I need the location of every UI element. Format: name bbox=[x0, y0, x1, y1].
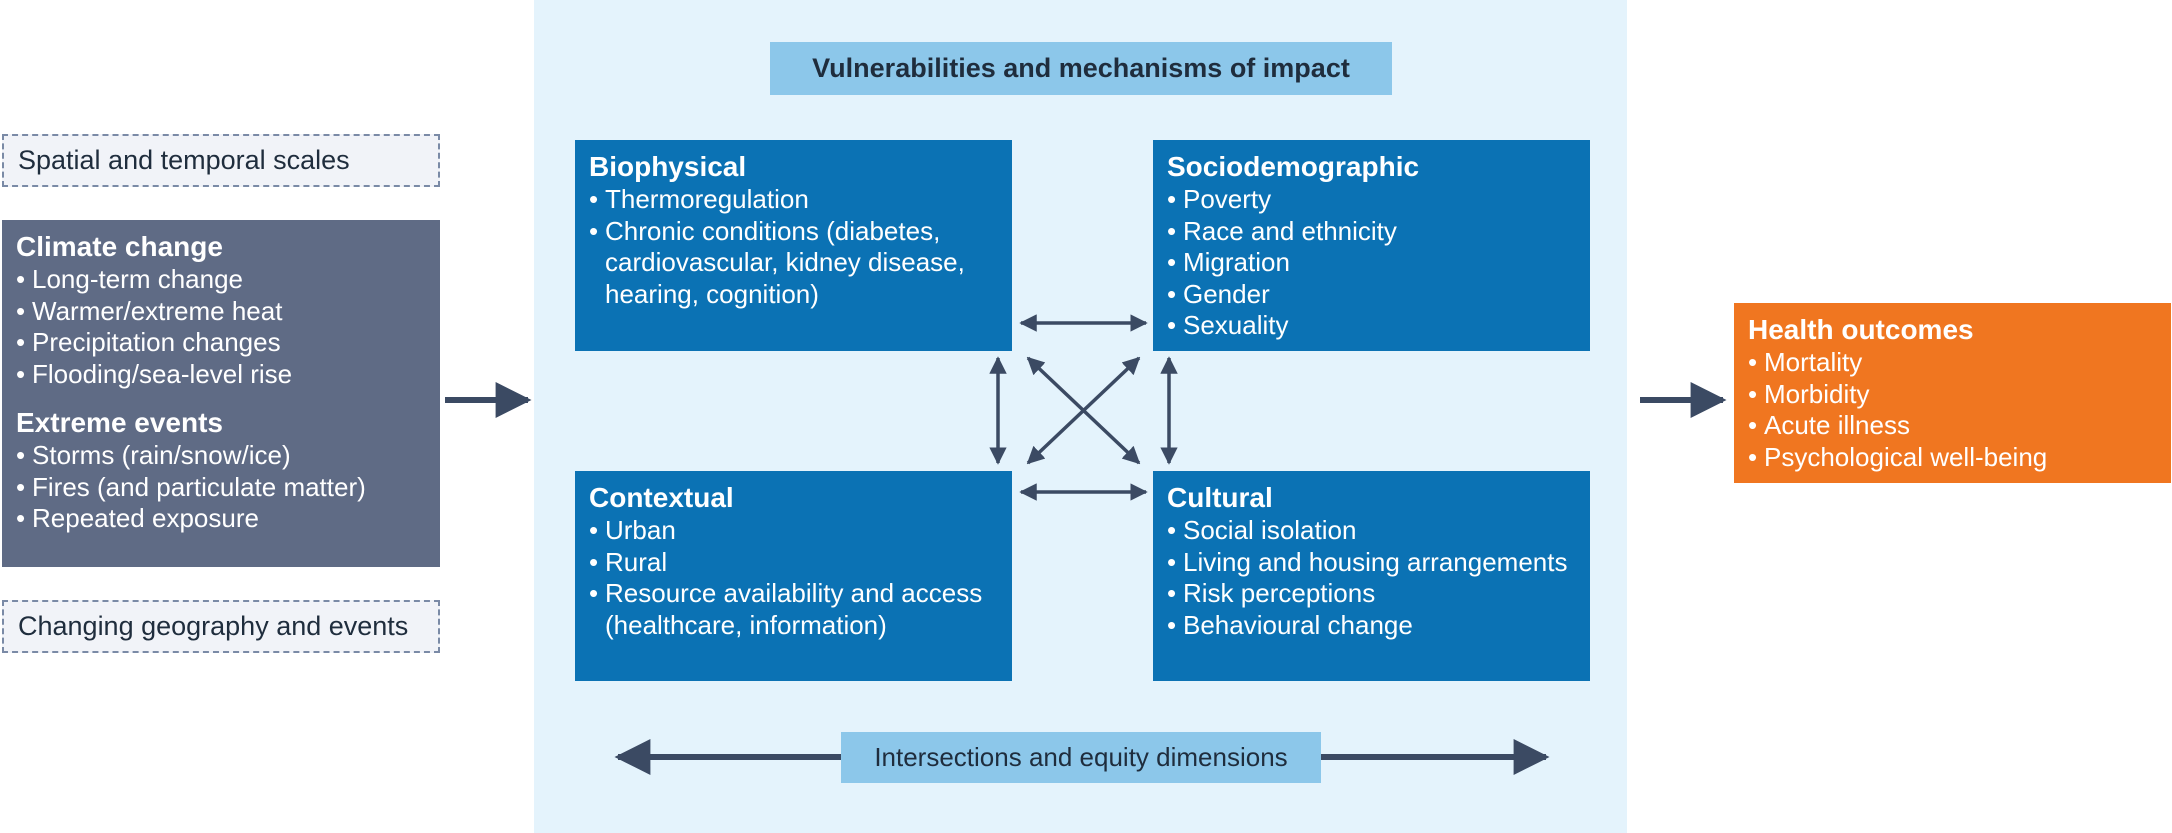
intersections-label: Intersections and equity dimensions bbox=[841, 732, 1321, 783]
biophysical-list: Thermoregulation Chronic conditions (dia… bbox=[589, 184, 998, 310]
biophysical-box: Biophysical Thermoregulation Chronic con… bbox=[575, 140, 1012, 351]
climate-change-title: Climate change bbox=[16, 231, 223, 262]
list-item: Social isolation bbox=[1167, 515, 1576, 547]
cultural-title: Cultural bbox=[1167, 482, 1273, 513]
list-item: Sexuality bbox=[1167, 310, 1576, 342]
list-item: Rural bbox=[589, 547, 998, 579]
list-item: Urban bbox=[589, 515, 998, 547]
list-item: Resource availability and access (health… bbox=[589, 578, 998, 641]
cultural-list: Social isolation Living and housing arra… bbox=[1167, 515, 1576, 641]
contextual-box: Contextual Urban Rural Resource availabi… bbox=[575, 471, 1012, 681]
list-item: Acute illness bbox=[1748, 410, 2157, 442]
list-item: Race and ethnicity bbox=[1167, 216, 1576, 248]
contextual-title: Contextual bbox=[589, 482, 734, 513]
diagonal-link-arrow bbox=[1026, 356, 1141, 465]
list-item: Psychological well-being bbox=[1748, 442, 2157, 474]
list-item: Thermoregulation bbox=[589, 184, 998, 216]
list-item: Fires (and particulate matter) bbox=[16, 472, 426, 504]
sociodemographic-title: Sociodemographic bbox=[1167, 151, 1420, 182]
list-item: Morbidity bbox=[1748, 379, 2157, 411]
list-item: Flooding/sea-level rise bbox=[16, 359, 426, 391]
list-item: Behavioural change bbox=[1167, 610, 1576, 642]
list-item: Repeated exposure bbox=[16, 503, 426, 535]
list-item: Chronic conditions (diabetes, cardiovasc… bbox=[589, 216, 998, 311]
contextual-list: Urban Rural Resource availability and ac… bbox=[589, 515, 998, 641]
list-item: Living and housing arrangements bbox=[1167, 547, 1576, 579]
cultural-box: Cultural Social isolation Living and hou… bbox=[1153, 471, 1590, 681]
list-item: Precipitation changes bbox=[16, 327, 426, 359]
biophysical-title: Biophysical bbox=[589, 151, 747, 182]
changing-geography-label: Changing geography and events bbox=[2, 600, 440, 653]
list-item: Long-term change bbox=[16, 264, 426, 296]
health-outcomes-list: Mortality Morbidity Acute illness Psycho… bbox=[1748, 347, 2157, 473]
climate-change-list: Long-term change Warmer/extreme heat Pre… bbox=[16, 264, 426, 390]
sociodemographic-list: Poverty Race and ethnicity Migration Gen… bbox=[1167, 184, 1576, 342]
health-outcomes-box: Health outcomes Mortality Morbidity Acut… bbox=[1734, 303, 2171, 483]
climate-change-box: Climate change Long-term change Warmer/e… bbox=[2, 220, 440, 567]
panel-title: Vulnerabilities and mechanisms of impact bbox=[770, 42, 1392, 95]
list-item: Warmer/extreme heat bbox=[16, 296, 426, 328]
extreme-events-list: Storms (rain/snow/ice) Fires (and partic… bbox=[16, 440, 426, 535]
spatial-temporal-scales-label: Spatial and temporal scales bbox=[2, 134, 440, 187]
health-outcomes-title: Health outcomes bbox=[1748, 314, 1974, 345]
extreme-events-title: Extreme events bbox=[16, 407, 224, 438]
list-item: Gender bbox=[1167, 279, 1576, 311]
list-item: Mortality bbox=[1748, 347, 2157, 379]
list-item: Risk perceptions bbox=[1167, 578, 1576, 610]
list-item: Storms (rain/snow/ice) bbox=[16, 440, 426, 472]
sociodemographic-box: Sociodemographic Poverty Race and ethnic… bbox=[1153, 140, 1590, 351]
list-item: Migration bbox=[1167, 247, 1576, 279]
list-item: Poverty bbox=[1167, 184, 1576, 216]
